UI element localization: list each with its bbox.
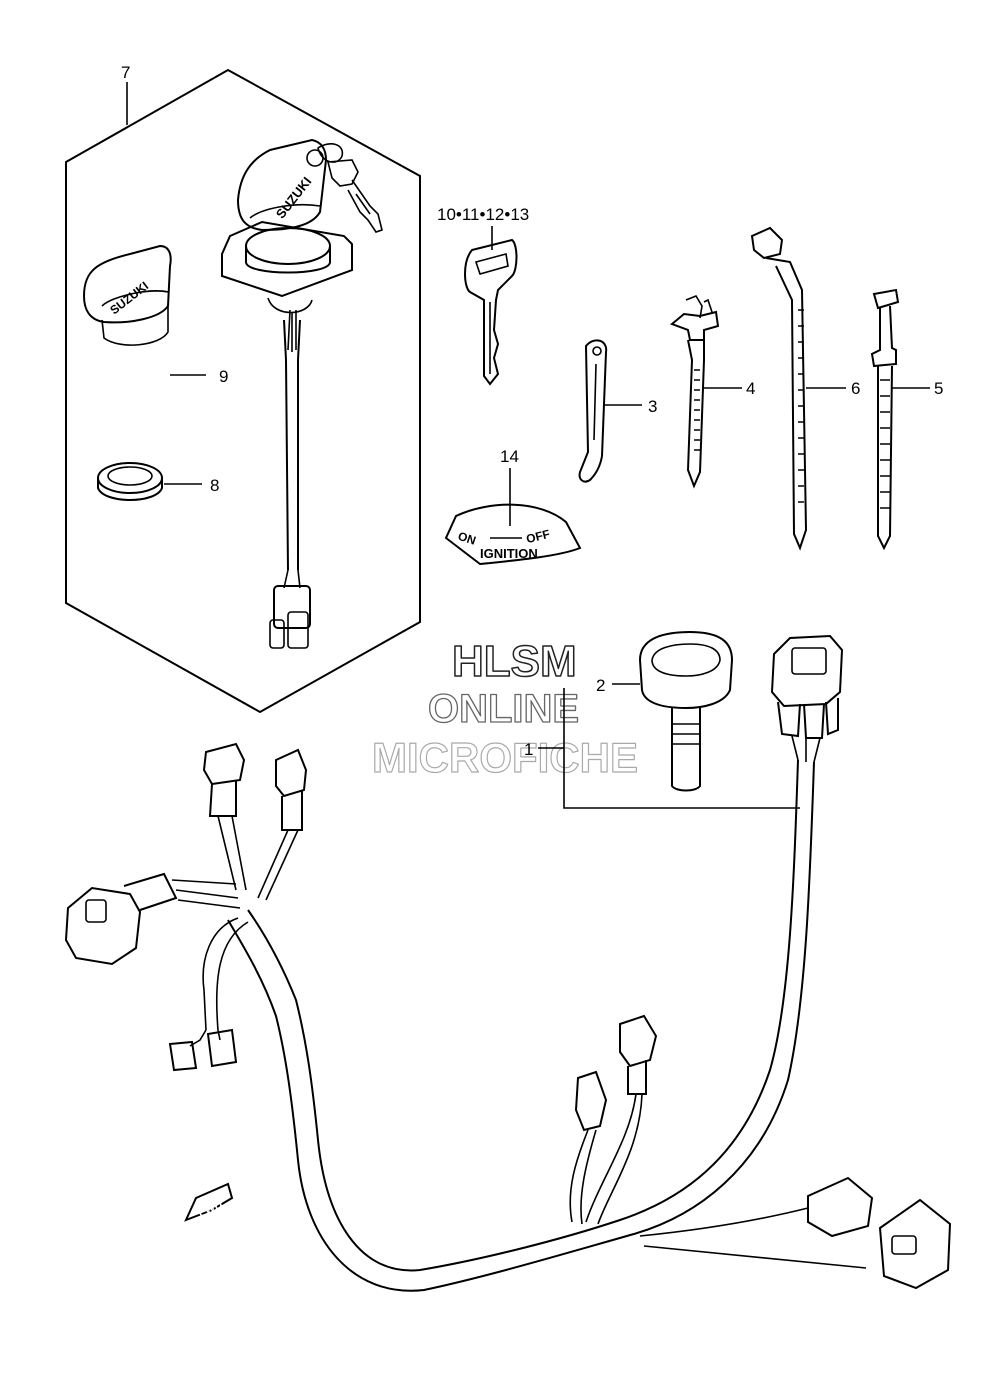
part-label-9: 9 <box>219 367 228 386</box>
ignition-switch-icon: SUZUKI <box>221 138 383 649</box>
decal-on: ON <box>456 529 477 548</box>
part-label-1: 1 <box>524 740 533 759</box>
part-label-3: 3 <box>648 397 657 416</box>
ignition-switch-kit-box: 7 <box>65 63 421 714</box>
grommet-icon: 2 <box>596 630 734 792</box>
forward-arrow-label: FWD <box>197 1199 225 1220</box>
forward-arrow-icon: FWD <box>184 1182 234 1222</box>
decal-ignition: IGNITION <box>480 546 538 561</box>
part-label-8: 8 <box>210 476 219 495</box>
part-label-7: 7 <box>121 63 130 82</box>
watermark-line3: MICROFICHE <box>372 734 638 781</box>
key-cover-brand: SUZUKI <box>107 279 151 318</box>
key-cover-icon: SUZUKI 9 <box>82 244 228 386</box>
cable-tie-short-icon: 5 <box>870 288 943 551</box>
part-label-6: 6 <box>851 379 860 398</box>
ignition-decal-icon: 14 ON OFF IGNITION <box>444 447 582 566</box>
watermark: HLSM ONLINE MICROFICHE <box>371 636 638 781</box>
key-cap-brand: SUZUKI <box>273 174 315 221</box>
watermark-line1: HLSM <box>452 637 577 686</box>
lock-nut-icon: 8 <box>97 462 219 501</box>
part-1-bracket: 1 <box>524 688 800 809</box>
part-label-14: 14 <box>500 447 519 466</box>
wire-clamp-icon: 3 <box>578 339 657 483</box>
clip-tie-icon: 4 <box>670 295 755 489</box>
key-blank-icon: 10•11•12•13 <box>437 205 529 386</box>
cable-tie-long-icon: 6 <box>750 226 860 551</box>
part-label-4: 4 <box>746 379 755 398</box>
watermark-line2: ONLINE <box>428 687 579 731</box>
part-label-2: 2 <box>596 676 605 695</box>
decal-off: OFF <box>525 527 552 546</box>
part-label-5: 5 <box>934 379 943 398</box>
part-label-10-13: 10•11•12•13 <box>437 205 529 224</box>
